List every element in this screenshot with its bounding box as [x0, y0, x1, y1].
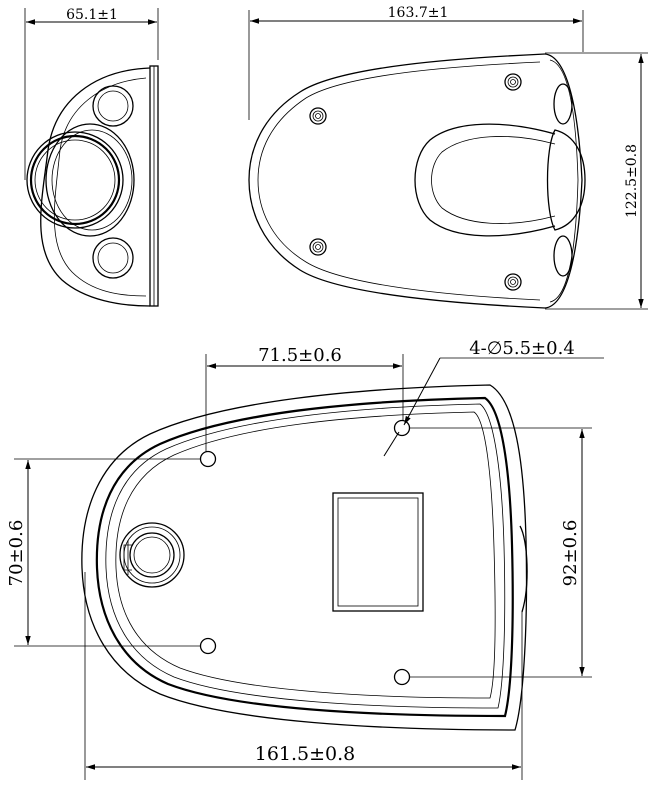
- mount-hole-bottom-right: [393, 668, 411, 686]
- top-height-label: 122.5±0.8: [624, 144, 640, 218]
- top-view: 163.7±1 122.5±0.8: [248, 5, 648, 310]
- cable-gland: [119, 522, 185, 588]
- screw-top-left: [309, 107, 327, 125]
- hole-spacing-right-label: 92±0.6: [560, 520, 581, 587]
- side-view: 65.1±1: [24, 7, 159, 307]
- base-length-label: 161.5±0.8: [255, 743, 356, 765]
- mount-hole-top-right: [393, 419, 411, 437]
- screw-top-right: [504, 73, 522, 91]
- cable-opening: [332, 492, 424, 612]
- mount-hole-bottom-left: [199, 637, 217, 655]
- side-depth-label: 65.1±1: [66, 7, 118, 23]
- mount-hole-top-left: [199, 450, 217, 468]
- base-view: 71.5±0.6 4-∅5.5±0.4 70±0.6 92±0.6 161.5±…: [6, 338, 604, 780]
- top-length-label: 163.7±1: [388, 5, 449, 21]
- screw-bottom-left: [309, 238, 327, 256]
- hole-spacing-x-label: 71.5±0.6: [258, 345, 342, 366]
- hole-spec-label: 4-∅5.5±0.4: [469, 338, 575, 359]
- screw-bottom-right: [504, 273, 522, 291]
- hole-spacing-left-label: 70±0.6: [6, 520, 27, 587]
